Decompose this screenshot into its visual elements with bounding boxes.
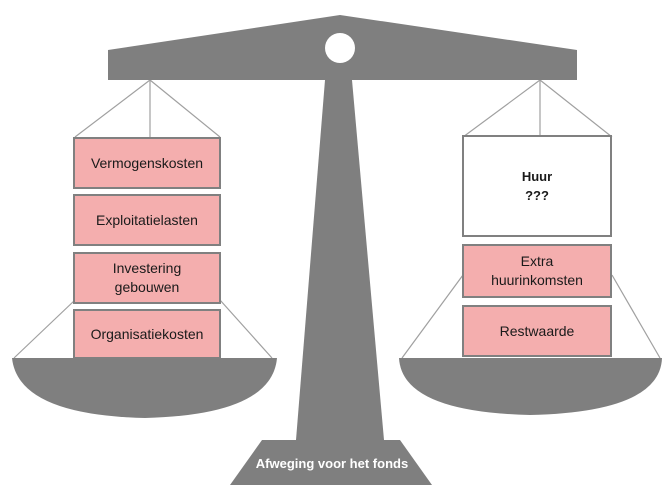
huur-title: Huur [521, 169, 553, 184]
right-item-label: Restwaarde [499, 322, 575, 339]
left-item-investering-gebouwen: Investering gebouwen [73, 252, 221, 304]
left-item-label: Vermogenskosten [90, 154, 204, 171]
huur-unknown-box: Huur ??? [462, 135, 612, 237]
left-item-label: Organisatiekosten [90, 325, 204, 342]
left-item-label: Investering gebouwen [112, 260, 182, 295]
scale-pivot [325, 33, 355, 63]
right-item-label: Extra huurinkomsten [491, 253, 583, 288]
huur-value: ??? [525, 188, 549, 203]
scale-base [230, 440, 432, 485]
base-label: Afweging voor het fonds [255, 456, 409, 471]
right-pan [399, 358, 662, 415]
left-item-vermogenskosten: Vermogenskosten [73, 137, 221, 189]
right-item-extra-huurinkomsten: Extra huurinkomsten [462, 244, 612, 298]
left-pan-strings [13, 79, 273, 359]
left-item-label: Exploitatielasten [96, 211, 198, 228]
left-pan [12, 358, 277, 418]
right-pan-strings [401, 79, 661, 359]
left-item-organisatiekosten: Organisatiekosten [73, 309, 221, 359]
left-item-exploitatielasten: Exploitatielasten [73, 194, 221, 246]
right-item-restwaarde: Restwaarde [462, 305, 612, 357]
scale-pillar [296, 80, 384, 440]
